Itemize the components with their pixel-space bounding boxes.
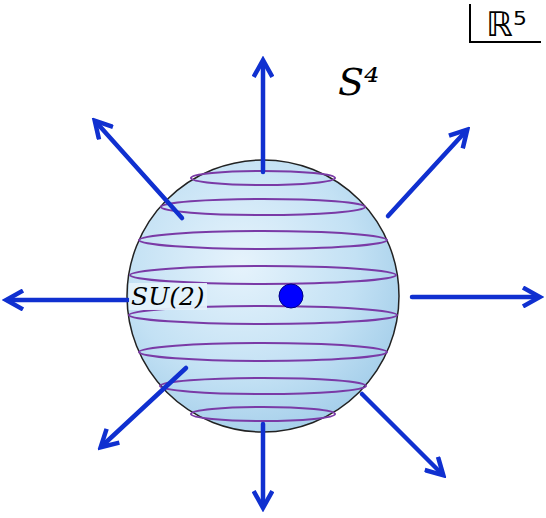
fixed-point [279, 284, 303, 308]
space-label: ℝ⁵ [484, 6, 529, 42]
space-bracket [470, 4, 541, 42]
sphere-label: S⁴ [336, 62, 381, 102]
normal-arrows [8, 62, 538, 506]
group-label: SU(2) [129, 283, 207, 310]
